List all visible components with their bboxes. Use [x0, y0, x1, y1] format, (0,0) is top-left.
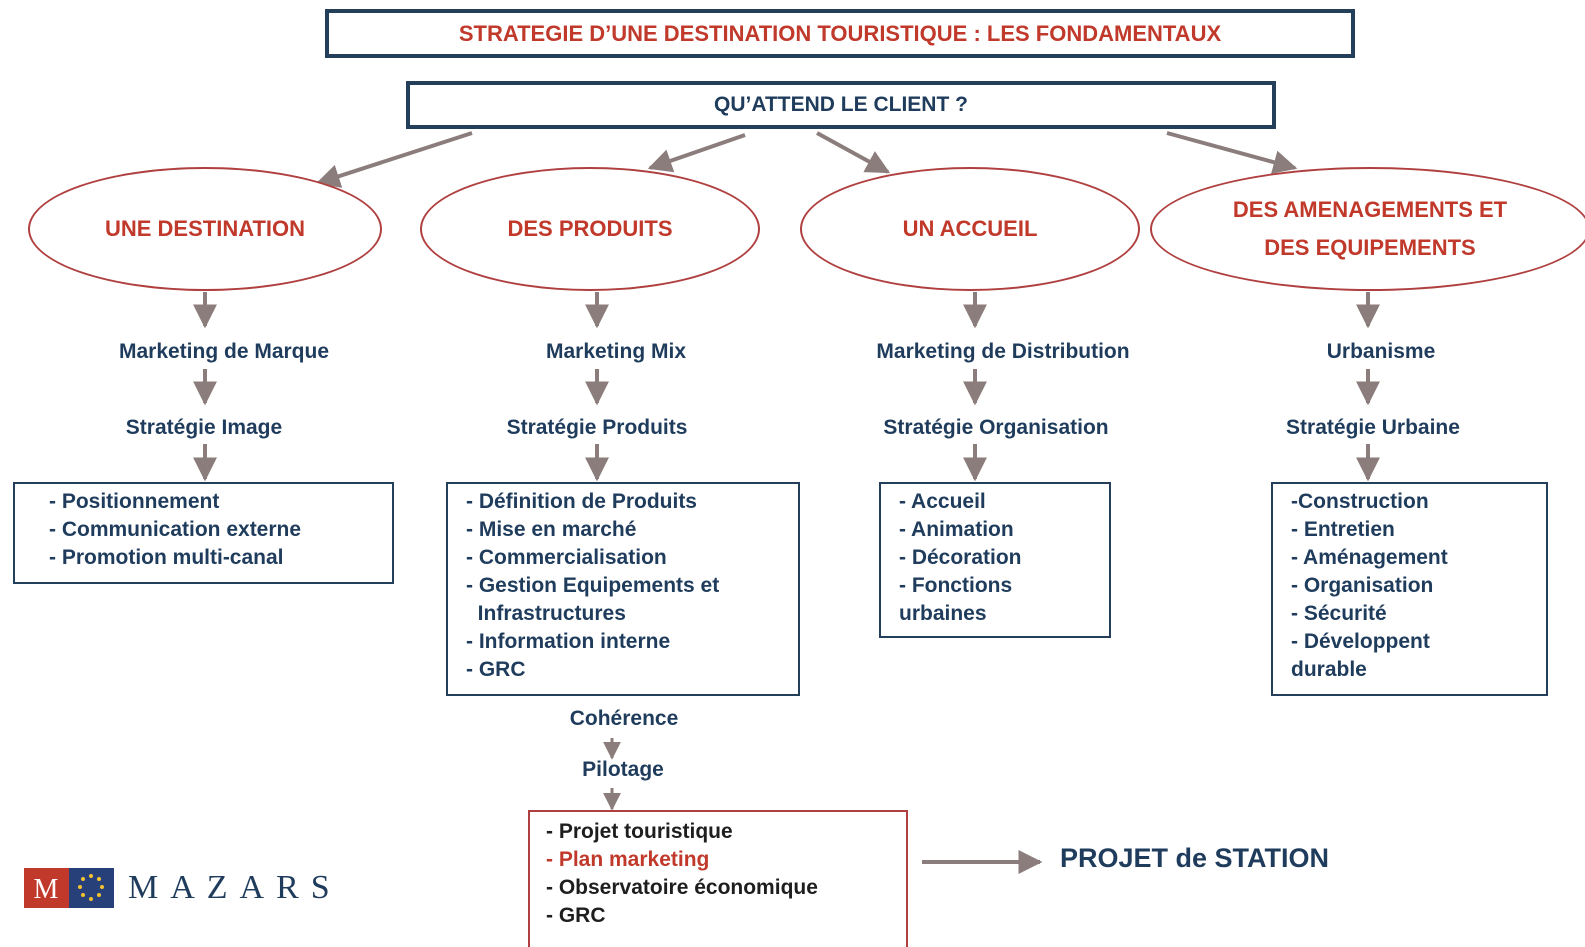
col3-item: - Animation	[899, 518, 1014, 541]
col3-item: - Accueil	[899, 490, 986, 513]
col3-strategy: Stratégie Organisation	[883, 416, 1109, 439]
coherence-label: Cohérence	[569, 707, 679, 730]
col1-actions-box: - Positionnement - Communication externe…	[13, 482, 394, 584]
col4-marketing: Urbanisme	[1326, 340, 1436, 363]
oval-destination: UNE DESTINATION	[28, 167, 382, 291]
col4-item: - Sécurité	[1291, 602, 1387, 625]
col4-strategy: Stratégie Urbaine	[1286, 416, 1460, 439]
col2-item: Infrastructures	[466, 602, 626, 625]
oval-amenagements-label-2: DES EQUIPEMENTS	[1264, 235, 1476, 260]
col4-item: -Construction	[1291, 490, 1429, 513]
oval-produits-label: DES PRODUITS	[507, 216, 673, 241]
col3-item: - Décoration	[899, 546, 1022, 569]
col3-marketing: Marketing de Distribution	[876, 340, 1130, 363]
col2-item: - Mise en marché	[466, 518, 637, 541]
col3-item: urbaines	[899, 602, 987, 625]
col3-item: - Fonctions	[899, 574, 1013, 597]
col1-strategy: Stratégie Image	[125, 416, 283, 439]
pilotage-item: - Projet touristique	[546, 820, 733, 843]
pilotage-label: Pilotage	[582, 758, 664, 781]
oval-accueil-label: UN ACCUEIL	[902, 216, 1038, 241]
diagram-title: STRATEGIE D’UNE DESTINATION TOURISTIQUE …	[325, 9, 1355, 58]
oval-amenagements-label-1: DES AMENAGEMENTS ET	[1232, 197, 1508, 222]
logo-letter: M	[34, 874, 59, 905]
col3-actions-box: - Accueil - Animation - Décoration - Fon…	[879, 482, 1111, 638]
col2-item: - Définition de Produits	[466, 490, 697, 513]
mazars-logo-icon: M	[24, 868, 114, 908]
col2-item: - GRC	[466, 658, 526, 681]
pilotage-item-highlight: - Plan marketing	[546, 848, 710, 871]
col4-item: - Développent	[1291, 630, 1430, 653]
col2-item: - Information interne	[466, 630, 671, 653]
col1-item: - Promotion multi-canal	[49, 546, 284, 569]
col4-item: - Aménagement	[1291, 546, 1448, 569]
oval-destination-label: UNE DESTINATION	[104, 216, 306, 241]
oval-produits: DES PRODUITS	[420, 167, 760, 291]
pilotage-item: - GRC	[546, 904, 606, 927]
oval-accueil: UN ACCUEIL	[800, 167, 1140, 291]
col2-strategy: Stratégie Produits	[506, 416, 688, 439]
col2-actions-box: - Définition de Produits - Mise en march…	[446, 482, 800, 696]
arrow-question-to-accueil	[816, 131, 891, 174]
projet-station-label: PROJET de STATION	[1060, 843, 1330, 873]
arrow-question-to-amenagements	[1166, 131, 1298, 174]
col4-item: durable	[1291, 658, 1367, 681]
mazars-wordmark: MAZARS	[128, 869, 342, 906]
col2-marketing: Marketing Mix	[545, 340, 687, 363]
col4-actions-box: -Construction - Entretien - Aménagement …	[1271, 482, 1548, 696]
pilotage-item: - Observatoire économique	[546, 876, 818, 899]
col4-item: - Entretien	[1291, 518, 1395, 541]
col1-item: - Positionnement	[49, 490, 220, 513]
oval-amenagements: DES AMENAGEMENTS ET DES EQUIPEMENTS	[1150, 167, 1585, 291]
col2-item: - Gestion Equipements et	[466, 574, 720, 597]
col2-item: - Commercialisation	[466, 546, 667, 569]
arrow-question-to-destination	[315, 131, 473, 188]
col1-marketing: Marketing de Marque	[118, 340, 330, 363]
col1-item: - Communication externe	[49, 518, 302, 541]
col4-item: - Organisation	[1291, 574, 1434, 597]
pilotage-box: - Projet touristique - Plan marketing - …	[528, 810, 908, 947]
arrow-question-to-produits	[647, 133, 746, 173]
client-question: QU’ATTEND LE CLIENT ?	[406, 81, 1276, 129]
